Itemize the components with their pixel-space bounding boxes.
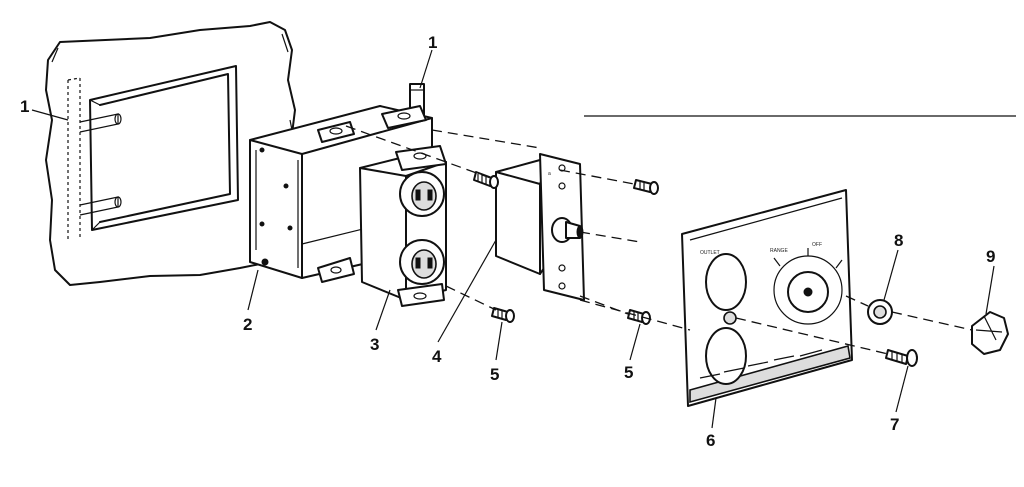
screw-upper-left — [473, 171, 499, 189]
callout-2: 2 — [243, 315, 252, 334]
svg-text:RANGE: RANGE — [770, 248, 788, 254]
callout-1-top: 1 — [428, 33, 437, 52]
alignment-lines — [345, 125, 973, 355]
leader-lines — [31, 49, 995, 429]
callout-8: 8 — [894, 231, 903, 250]
wall-section — [45, 21, 297, 286]
svg-text:OFF: OFF — [812, 242, 822, 248]
callout-5-left: 5 — [490, 365, 499, 384]
control-knob — [971, 311, 1009, 355]
callout-3: 3 — [370, 335, 379, 354]
plate-screw — [885, 349, 918, 367]
svg-text:a: a — [548, 171, 551, 177]
cover-plate: OUTLET RANGE OFF — [681, 189, 853, 407]
callout-9: 9 — [986, 247, 995, 266]
rotary-switch: a — [495, 153, 585, 301]
screw-lower-right — [627, 309, 651, 325]
screw-upper-right — [633, 179, 659, 195]
callout-7: 7 — [890, 415, 899, 434]
callout-1-left: 1 — [20, 97, 29, 116]
callout-4: 4 — [432, 347, 442, 366]
callout-6: 6 — [706, 431, 715, 450]
duplex-receptacle — [359, 145, 447, 307]
svg-text:OUTLET: OUTLET — [700, 250, 720, 256]
hex-nut — [867, 299, 893, 325]
screw-lower-left — [491, 307, 515, 323]
callout-5-right: 5 — [624, 363, 633, 382]
